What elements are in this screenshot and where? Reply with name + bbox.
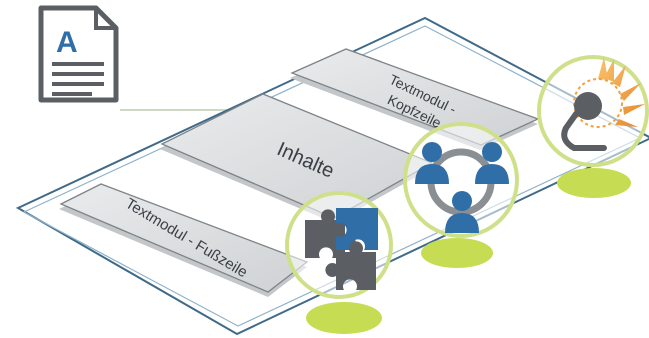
svg-text:A: A xyxy=(56,26,78,59)
desk-lamp-icon xyxy=(537,55,649,167)
team-icon xyxy=(403,122,519,238)
puzzle-icon xyxy=(285,191,393,299)
puzzle-shadow xyxy=(306,302,382,334)
lamp-shadow xyxy=(557,168,631,198)
document-text-icon: A xyxy=(38,5,119,103)
team-shadow xyxy=(421,238,493,268)
content-module-panel: Inhalte xyxy=(160,93,434,223)
